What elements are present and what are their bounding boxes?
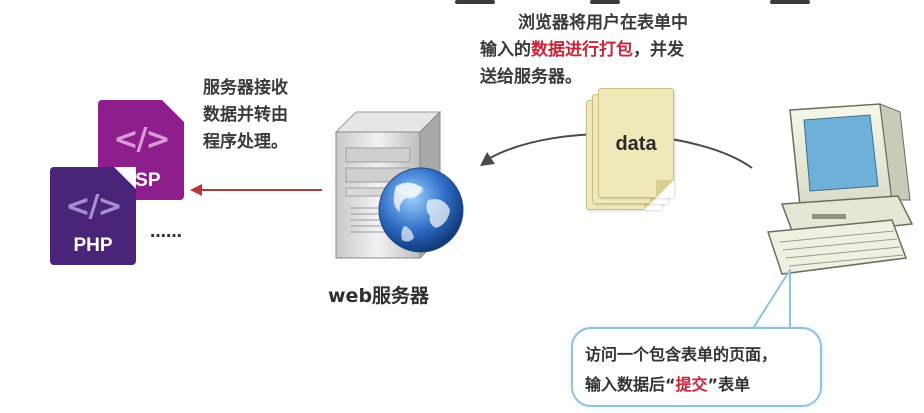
asp-file-icon: </> ASP [98, 100, 184, 200]
browser-note-line2-prefix: 输入的 [480, 40, 531, 60]
browser-note-highlight: 数据进行打包 [531, 40, 633, 60]
ellipsis-text: …… [150, 222, 182, 241]
browser-note-line2-suffix: ，并发 [633, 40, 684, 60]
red-arrow [190, 184, 322, 196]
top-decoration-stroke [770, 0, 810, 4]
php-file-icon: </> PHP [50, 167, 136, 265]
server-note-line2: 数据并转由 [203, 105, 288, 125]
code-glyph: </> [113, 122, 170, 157]
top-decoration-stroke [590, 0, 620, 4]
globe-icon [378, 167, 464, 253]
bubble-line1: 访问一个包含表单的页面， [585, 345, 778, 364]
browser-note-line1: 浏览器将用户在表单中 [518, 13, 688, 33]
server-note: 服务器接收 数据并转由 程序处理。 [203, 75, 343, 156]
bubble-highlight: 提交 [675, 375, 708, 394]
speech-bubble: 访问一个包含表单的页面， 输入数据后“提交”表单 [571, 327, 822, 407]
php-label: PHP [73, 235, 113, 256]
browser-note: 浏览器将用户在表单中 输入的数据进行打包，并发 送给服务器。 [480, 10, 760, 91]
bubble-line2: 输入数据后“提交”表单 [585, 371, 750, 395]
top-decoration-stroke [455, 0, 495, 4]
data-label: data [615, 133, 657, 155]
bubble-line2-suffix: ”表单 [707, 375, 751, 394]
browser-note-line2: 输入的数据进行打包，并发 [480, 37, 760, 64]
data-document-icon: data [598, 88, 674, 198]
bubble-line2-prefix: 输入数据后“ [585, 375, 676, 394]
server-note-line1: 服务器接收 [203, 78, 288, 98]
code-glyph: </> [65, 189, 122, 224]
bubble-tail [751, 269, 791, 333]
server-note-line3: 程序处理。 [203, 132, 288, 152]
browser-note-line3: 送给服务器。 [480, 67, 582, 87]
file-corner [114, 167, 136, 189]
doc-fold [656, 180, 674, 198]
server-caption: web服务器 [328, 285, 430, 307]
file-corner [162, 100, 184, 122]
computer-icon [766, 103, 914, 275]
